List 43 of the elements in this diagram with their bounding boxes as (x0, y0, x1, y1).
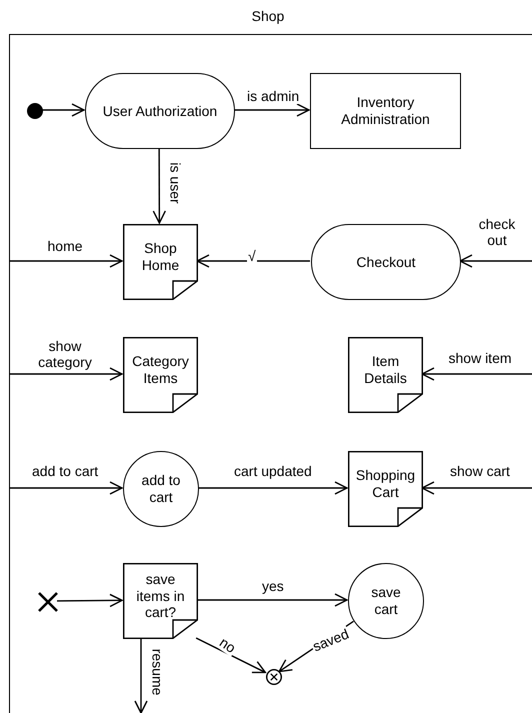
arrow (152, 148, 166, 224)
arrow (9, 367, 123, 381)
arrow (197, 593, 348, 607)
edge-label: add to cart (31, 463, 100, 480)
node-text: Inventory Administration (340, 94, 431, 128)
arrow (42, 103, 85, 117)
node-text: Shop Home (140, 240, 180, 274)
node-text: Shopping Cart (354, 467, 416, 501)
merge-circle (266, 669, 282, 685)
start-dot (27, 103, 43, 119)
node-text: add to cart (140, 472, 182, 506)
node-text: save cart (370, 584, 402, 618)
page-note (123, 224, 198, 300)
page-note (123, 337, 198, 413)
arrow (234, 103, 310, 117)
arrow (134, 638, 148, 713)
arrow (9, 254, 123, 268)
arrow (198, 481, 348, 495)
node-text: save items in cart? (135, 570, 186, 622)
arrow (9, 481, 123, 495)
end-cross (38, 592, 58, 612)
arrow (57, 594, 123, 608)
page-note (348, 451, 423, 527)
edge-label: is user (167, 161, 184, 205)
edge-label: √ (247, 248, 257, 264)
page-note (123, 563, 198, 639)
arrow (421, 367, 532, 381)
page-note (348, 337, 423, 413)
node-text: User Authorization (102, 102, 218, 120)
arrow (196, 254, 310, 268)
node-text: Checkout (356, 254, 416, 270)
edge-label: home (46, 238, 84, 254)
arrow (421, 481, 532, 495)
process-box (310, 73, 461, 149)
arrow (196, 637, 266, 674)
edge-label: show cart (449, 463, 511, 480)
arrow (459, 254, 532, 268)
edge-label: is admin (246, 88, 300, 104)
edge-label: cart updated (233, 463, 313, 480)
frame-title: Shop (252, 8, 284, 25)
node-text: Category Items (131, 353, 190, 387)
edge-label: show item (448, 350, 513, 366)
node-text: Item Details (363, 353, 408, 387)
